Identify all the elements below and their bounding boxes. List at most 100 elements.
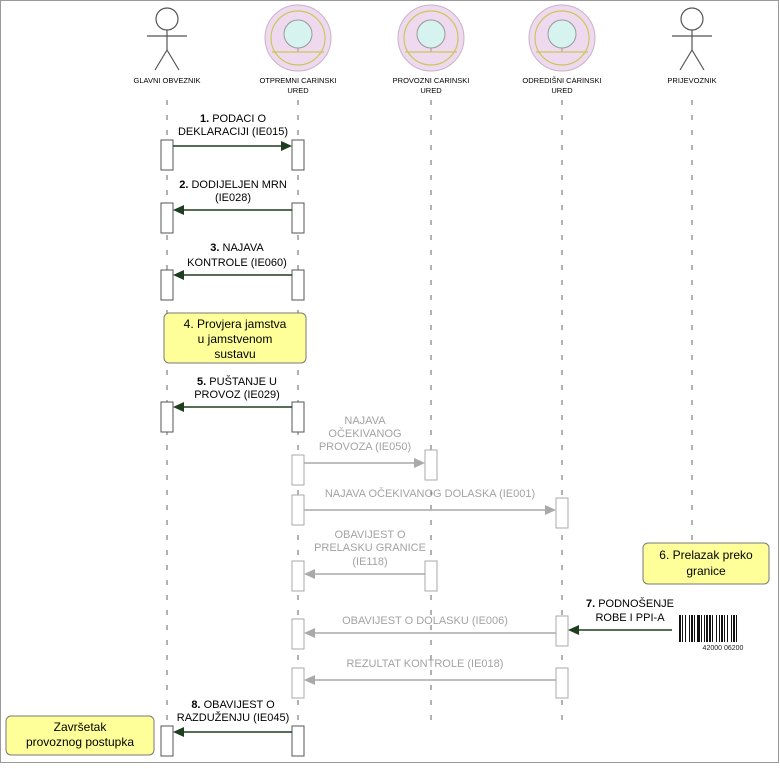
barcode-bar — [731, 615, 732, 642]
person-head-icon — [155, 7, 179, 31]
message-label: OČEKIVANOG — [328, 427, 401, 440]
arrowhead-icon — [304, 628, 315, 638]
activation-box — [555, 497, 569, 529]
barcode-bar — [689, 615, 690, 642]
message-label: 1. PODACI O — [200, 113, 266, 125]
activation-box — [160, 202, 174, 234]
barcode-bar — [679, 615, 681, 642]
arrowhead-icon — [545, 505, 556, 515]
activation-box — [160, 269, 174, 301]
actor-label-glavni: GLAVNI OBVEZNIK — [134, 76, 201, 85]
actor-label-prijevoznik: PRIJEVOZNIK — [667, 76, 716, 85]
barcode-bar — [697, 615, 700, 642]
message-label: (IE118) — [352, 556, 387, 568]
arrowhead-icon — [568, 625, 579, 635]
message-label: KONTROLE (IE060) — [187, 257, 287, 269]
arrowhead-icon — [173, 402, 184, 412]
arrowhead-icon — [281, 141, 292, 151]
activation-box — [291, 494, 305, 526]
message-label: 2. DODIJELJEN MRN — [179, 179, 287, 191]
activation-box — [291, 269, 305, 301]
activation-box — [291, 725, 305, 757]
message-label: PROVOZ (IE029) — [194, 389, 280, 401]
activation-box — [291, 667, 305, 699]
barcode-bar — [721, 615, 723, 642]
message-label: DEKLARACIJI (IE015) — [178, 126, 288, 138]
message-label: OBAVIJEST O — [334, 529, 406, 541]
arrowhead-icon — [304, 569, 315, 579]
message-label: 8. OBAVIJEST O — [191, 699, 275, 711]
activation-box — [160, 139, 174, 171]
barcode-bar — [685, 615, 686, 642]
arrowhead-icon — [173, 205, 184, 215]
barcode-bar — [706, 615, 708, 642]
arrowhead-icon — [173, 727, 184, 737]
arrowhead-icon — [414, 458, 425, 468]
activation-box — [555, 615, 569, 647]
actor-label-otpremni-1: OTPREMNI CARINSKI — [259, 76, 336, 85]
message-arrows — [173, 141, 672, 737]
message-label: ROBE I PPI-A — [595, 612, 665, 624]
arrowhead-icon — [304, 675, 315, 685]
barcode-bar — [727, 615, 728, 642]
barcode-bar — [736, 615, 737, 642]
activation-box — [291, 202, 305, 234]
person-head-icon — [680, 7, 704, 31]
message-label: PRELASKU GRANICE — [314, 542, 426, 554]
activation-box — [555, 667, 569, 699]
message-label: PROVOZA (IE050) — [319, 441, 411, 453]
activation-box — [291, 618, 305, 650]
actor-label-provozni-2: URED — [420, 86, 442, 95]
actor-label-provozni-1: PROVOZNI CARINSKI — [393, 76, 470, 85]
note-jamstvo-line1: 4. Provjera jamstva — [184, 317, 287, 331]
barcode-bar — [704, 615, 705, 642]
message-label: RAZDUŽENJU (IE045) — [177, 711, 289, 724]
actor-label-otpremni-2: URED — [287, 86, 309, 95]
barcode-bar — [701, 615, 702, 642]
message-label: 3. NAJAVA — [210, 242, 264, 254]
actor-provozni-ured — [397, 4, 465, 72]
activation-boxes — [160, 139, 569, 757]
activation-box — [291, 401, 305, 433]
arrowhead-icon — [173, 270, 184, 280]
note-granica-line1: 6. Prelazak preko — [659, 548, 753, 562]
message-label: 7. PODNOŠENJE — [586, 597, 674, 610]
activation-box — [160, 725, 174, 757]
barcode-bar — [733, 615, 735, 642]
note-jamstvo-line2: u jamstvenom — [198, 332, 273, 346]
note-jamstvo-line3: sustavu — [214, 347, 255, 361]
note-zavrsetak: Završetak provoznog postupka — [5, 715, 155, 756]
actor-glavni-obveznik — [147, 7, 187, 71]
note-zavrsetak-line1: Završetak — [54, 720, 108, 734]
activation-box — [291, 454, 305, 486]
activation-box — [424, 560, 438, 592]
barcode-bar — [716, 615, 717, 642]
activation-box — [424, 449, 438, 481]
message-labels: 1. PODACI O DEKLARACIJI (IE015) 2. DODIJ… — [177, 113, 674, 724]
barcode-bar — [724, 615, 725, 642]
message-label: REZULTAT KONTROLE (IE018) — [347, 658, 504, 670]
actor-label-odredisni-1: ODREDIŠNI CARINSKI — [522, 76, 601, 85]
barcode-bar — [719, 615, 720, 642]
note-zavrsetak-line2: provoznog postupka — [26, 735, 134, 749]
barcode-icon: 42000 06200 — [677, 613, 769, 652]
note-granica: 6. Prelazak preko granice — [642, 542, 770, 585]
barcode-bar — [712, 615, 713, 642]
note-jamstvo: 4. Provjera jamstva u jamstvenom sustavu — [163, 312, 307, 364]
note-granica-line2: granice — [686, 564, 726, 578]
message-label: NAJAVA OČEKIVANOG DOLASKA (IE001) — [325, 487, 535, 500]
actor-otpremni-ured — [264, 4, 332, 72]
activation-box — [291, 560, 305, 592]
message-label: NAJAVA — [344, 415, 386, 427]
barcode-bar — [694, 615, 695, 642]
barcode-bar — [691, 615, 693, 642]
activation-box — [291, 139, 305, 171]
actor-prijevoznik — [672, 7, 712, 71]
barcode-bar — [682, 615, 683, 642]
actor-label-odredisni-2: URED — [551, 86, 573, 95]
message-label: (IE028) — [215, 192, 251, 204]
message-label: 5. PUŠTANJE U — [197, 375, 277, 388]
barcode-number: 42000 06200 — [703, 645, 744, 652]
